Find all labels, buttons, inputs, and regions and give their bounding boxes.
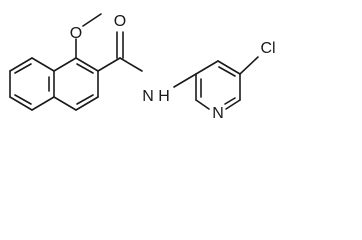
bond [173, 73, 197, 88]
double-bond-inner [14, 63, 32, 74]
chlorine-label: Cl [260, 40, 275, 57]
bond [239, 56, 259, 75]
bond [195, 60, 219, 75]
methoxy-oxygen-label: O [70, 25, 82, 42]
double-bond-inner [218, 66, 236, 77]
chloropyridine-ring: N [195, 60, 241, 122]
carbonyl-oxygen-label: O [114, 13, 126, 30]
double-bond-inner [76, 63, 94, 74]
bond [31, 96, 55, 111]
methoxy-group: O [70, 13, 102, 59]
bond [75, 57, 99, 72]
chemical-structure: O O N H N Cl [9, 13, 276, 122]
bond [195, 99, 210, 110]
naphthalene-left-ring [9, 57, 55, 111]
bond [9, 96, 33, 111]
bond [119, 57, 143, 72]
amide-group: O N H [97, 13, 197, 105]
bond [53, 96, 77, 111]
naphthalene-right-ring [53, 57, 99, 111]
bond [225, 99, 241, 110]
bond [75, 96, 99, 111]
bond [217, 60, 241, 75]
bond [53, 57, 77, 72]
bond [97, 57, 121, 72]
bond [31, 57, 55, 72]
amide-hydrogen-label: H [158, 88, 170, 105]
bond [82, 13, 102, 27]
bond [9, 57, 33, 72]
double-bond-inner [14, 94, 32, 105]
chloro-group: Cl [239, 40, 276, 75]
double-bond-inner [76, 94, 94, 105]
amide-nitrogen-label: N [142, 88, 154, 105]
double-bond-inner [224, 97, 236, 105]
pyridine-nitrogen-label: N [212, 105, 224, 122]
